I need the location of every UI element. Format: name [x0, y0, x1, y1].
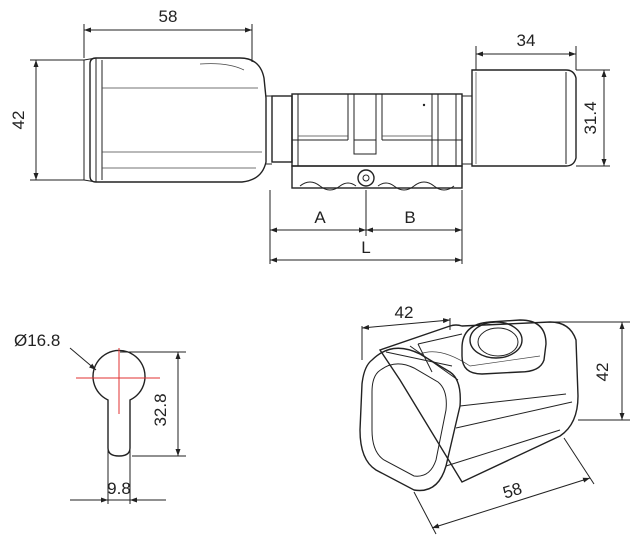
- dim-label-profile-diameter: Ø16.8: [14, 331, 60, 350]
- dim-length-l: L: [270, 238, 462, 263]
- dim-label-thumbturn-height: 31.4: [581, 101, 600, 134]
- dim-profile-diameter: Ø16.8: [14, 331, 97, 371]
- dim-label-knob-width: 58: [159, 7, 178, 26]
- dim-label-length-a: A: [314, 208, 326, 227]
- dim-label-iso-height: 42: [593, 363, 612, 382]
- dim-label-thumbturn-width: 34: [517, 31, 536, 50]
- cam-section: [291, 165, 463, 191]
- dim-label-profile-width: 9.8: [107, 479, 131, 498]
- dim-label-iso-depth: 58: [501, 479, 525, 503]
- dim-label-length-l: L: [361, 238, 370, 257]
- thumb-turn-outline: [471, 69, 577, 167]
- dim-label-profile-height: 32.8: [151, 393, 170, 426]
- dim-length-a-b: A B: [269, 190, 463, 264]
- dim-knob-height: 42: [9, 59, 84, 181]
- dim-label-length-b: B: [404, 208, 415, 227]
- dim-iso-width: 42: [361, 303, 451, 360]
- dim-profile-height: 32.8: [120, 351, 186, 457]
- dim-knob-width: 58: [83, 7, 253, 62]
- dim-label-iso-width: 42: [395, 303, 414, 322]
- cylinder-body: [271, 93, 473, 167]
- dim-thumbturn-height: 31.4: [576, 69, 610, 167]
- electronic-knob-outline: [83, 57, 272, 183]
- dim-profile-width: 9.8: [70, 450, 166, 504]
- isometric-view: 42 42 58: [359, 303, 630, 535]
- dim-iso-depth: 58: [413, 437, 595, 535]
- dim-iso-height: 42: [548, 321, 630, 421]
- side-view: 58 42 34 31.4: [9, 7, 610, 264]
- profile-view: Ø16.8 32.8 9.8: [14, 331, 186, 504]
- iso-thumb-turn: [417, 319, 547, 375]
- dim-label-knob-height: 42: [9, 111, 28, 130]
- dim-thumbturn-width: 34: [475, 31, 577, 70]
